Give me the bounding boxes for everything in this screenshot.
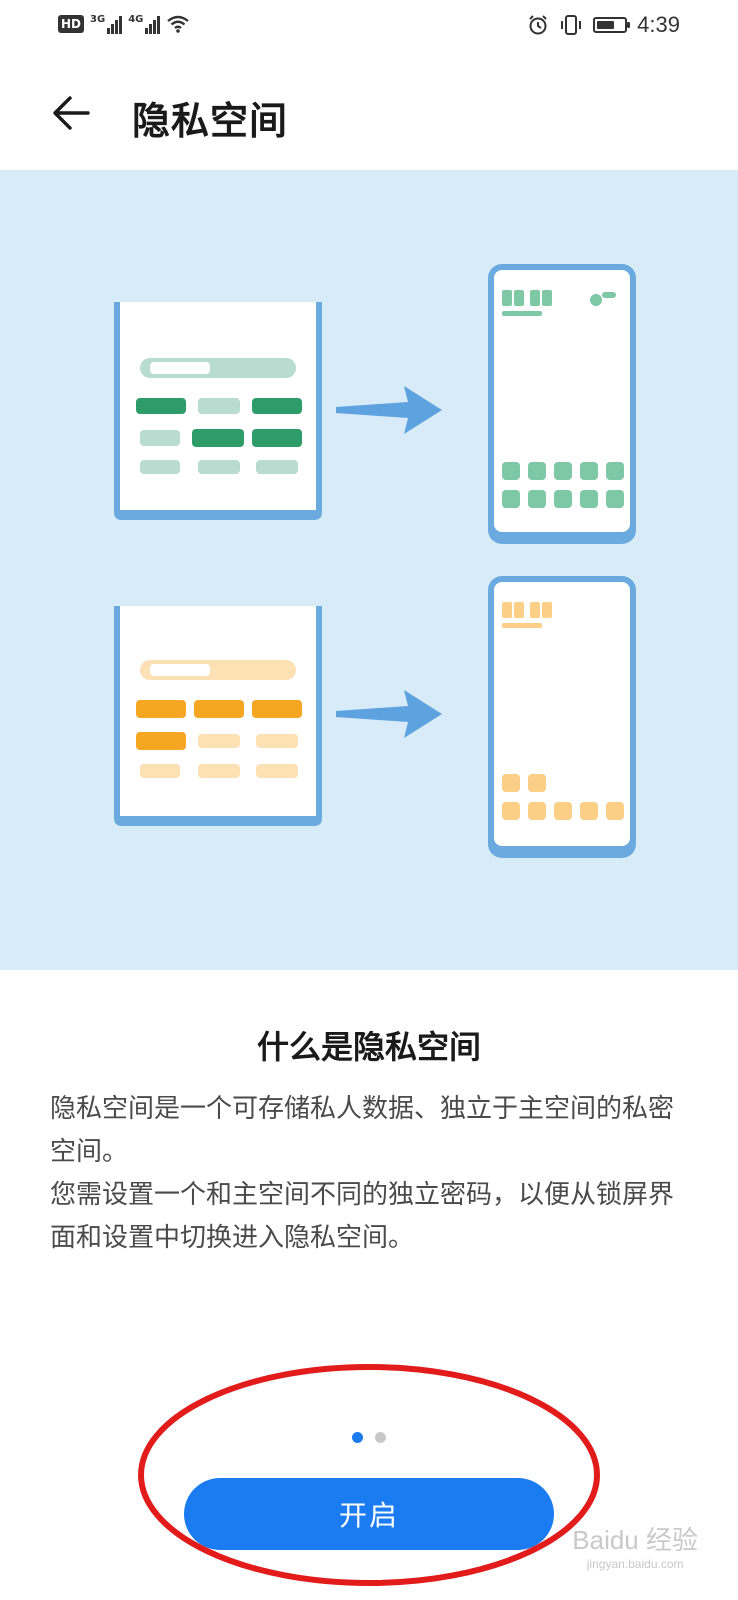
page-dot xyxy=(375,1432,386,1443)
vibrate-icon xyxy=(561,15,582,35)
annotation-circle xyxy=(138,1364,600,1586)
status-right: 4:39 xyxy=(527,12,680,38)
enable-button[interactable]: 开启 xyxy=(184,1478,554,1550)
watermark: Baidu 经验 jingyan.baidu.com xyxy=(572,1520,698,1571)
alarm-icon xyxy=(529,15,547,35)
app-bar: 隐私空间 xyxy=(0,70,738,160)
page-dot-active xyxy=(352,1432,363,1443)
section-heading: 什么是隐私空间 xyxy=(256,1028,481,1066)
status-bar: HD 3G 4G 4:39 xyxy=(0,0,738,56)
watermark-sub: jingyan.baidu.com xyxy=(586,1557,684,1571)
wifi-icon xyxy=(167,15,190,33)
signal-sim1-icon: 3G xyxy=(90,14,123,34)
illustration-panel xyxy=(0,170,738,970)
description: 隐私空间是一个可存储私人数据、独立于主空间的私密空间。 您需设置一个和主空间不同… xyxy=(50,1088,690,1260)
description-paragraph: 您需设置一个和主空间不同的独立密码，以便从锁屏界面和设置中切换进入隐私空间。 xyxy=(50,1180,675,1253)
main-space-phone-illustration xyxy=(488,264,636,544)
private-space-app-list-illustration xyxy=(114,606,322,826)
signal-sim2-icon: 4G xyxy=(128,14,161,34)
arrow-icon xyxy=(336,690,442,738)
main-space-app-list-illustration xyxy=(114,302,322,520)
private-space-phone-illustration xyxy=(488,576,636,858)
arrow-icon xyxy=(336,386,442,434)
private-space-illustration xyxy=(114,264,636,858)
description-paragraph: 隐私空间是一个可存储私人数据、独立于主空间的私密空间。 xyxy=(50,1094,675,1167)
hd-voice-badge: HD xyxy=(58,15,85,33)
watermark-text: Baidu 经验 xyxy=(572,1525,698,1555)
clock: 4:39 xyxy=(637,12,680,37)
back-arrow-icon[interactable] xyxy=(48,88,98,138)
status-left: HD 3G 4G xyxy=(58,14,190,34)
battery-icon xyxy=(593,17,631,33)
page-title: 隐私空间 xyxy=(132,99,289,143)
page-indicator xyxy=(0,1432,738,1443)
